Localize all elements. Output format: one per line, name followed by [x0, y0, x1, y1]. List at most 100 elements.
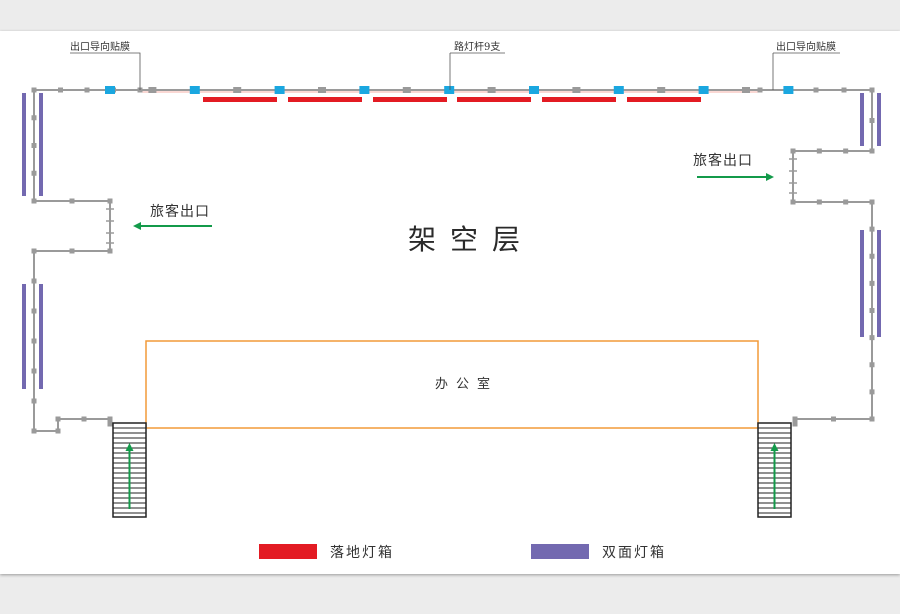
wall-node: [816, 199, 822, 205]
wall-node: [869, 87, 875, 93]
purple-lightbox: [39, 93, 43, 196]
wall-node: [869, 118, 875, 123]
wall-node: [31, 198, 37, 204]
exit-label-right: 旅客出口: [693, 152, 753, 169]
purple-lightbox: [877, 230, 881, 337]
wall-node: [107, 248, 113, 254]
wall-node: [31, 170, 37, 176]
wall-node: [792, 421, 798, 427]
wall-node: [869, 253, 875, 259]
legend-swatch-floor-lightbox: [259, 544, 317, 559]
office-room: [145, 340, 759, 429]
blue-marker: [444, 86, 455, 94]
wall-node: [318, 87, 326, 93]
red-lightbox: [542, 97, 616, 102]
wall-node: [841, 87, 847, 93]
wall-node: [107, 416, 113, 422]
drawing-sheet: 出口导向贴膜 路灯杆9支 出口导向贴膜 旅客出口 旅客出口 架空层 办公室 落地…: [0, 31, 900, 574]
wall-node: [869, 335, 875, 341]
wall-node: [31, 338, 37, 344]
wall-node: [84, 87, 90, 93]
wall-node: [107, 421, 113, 427]
callout-light-poles: 路灯杆9支: [454, 40, 500, 53]
wall-node: [233, 87, 242, 93]
wall-node: [843, 199, 849, 205]
double-sided-lightboxes: [22, 93, 881, 389]
wall-node: [869, 389, 875, 395]
wall-node: [869, 280, 875, 286]
floor-lightboxes: [203, 97, 701, 102]
red-lightbox: [373, 97, 447, 102]
purple-lightbox: [860, 93, 864, 146]
wall-node: [869, 308, 875, 313]
purple-lightbox: [22, 93, 26, 196]
wall-node: [81, 416, 87, 422]
wall-node: [55, 428, 61, 434]
wall-node: [869, 148, 875, 154]
wall-node: [31, 248, 37, 254]
legend-swatch-double-sided-lightbox: [531, 544, 589, 559]
callout-right-exit-film: 出口导向贴膜: [776, 40, 836, 53]
wall-node: [107, 198, 113, 204]
blue-marker: [613, 86, 624, 94]
wall-node: [148, 87, 157, 93]
wall-node: [31, 428, 37, 434]
exit-guidance-markers: [105, 86, 794, 94]
staircase-right: [757, 422, 792, 518]
wall-node: [790, 199, 796, 205]
wall-node: [831, 416, 836, 422]
red-lightbox: [627, 97, 701, 102]
red-lightbox: [457, 97, 531, 102]
exit-label-left: 旅客出口: [150, 203, 210, 220]
wall-node: [869, 226, 875, 232]
wall-node: [58, 87, 63, 93]
wall-node: [869, 362, 875, 368]
callout-lines: [70, 52, 840, 90]
floor-plan: 出口导向贴膜 路灯杆9支 出口导向贴膜 旅客出口 旅客出口 架空层 办公室 落地…: [22, 40, 881, 561]
legend-label-floor-lightbox: 落地灯箱: [330, 545, 394, 561]
wall-node: [843, 148, 849, 154]
wall-node: [402, 87, 411, 93]
blue-marker: [783, 86, 794, 94]
wall-node: [69, 198, 75, 204]
purple-lightbox: [39, 284, 43, 389]
wall-node: [31, 368, 37, 374]
wall-node: [790, 148, 796, 154]
blue-marker: [359, 86, 370, 94]
wall-node: [31, 115, 37, 121]
purple-lightbox: [877, 93, 881, 146]
wall-right: [760, 89, 873, 424]
wall-node: [813, 87, 819, 93]
wall-node: [792, 416, 798, 422]
wall-node: [31, 87, 37, 93]
wall-left: [33, 89, 140, 432]
staircase-left: [112, 422, 147, 518]
blue-marker: [189, 86, 200, 94]
wall-node: [742, 87, 750, 93]
red-lightbox: [203, 97, 277, 102]
wall-node: [31, 398, 37, 404]
wall-node: [757, 87, 763, 93]
purple-lightbox: [22, 284, 26, 389]
wall-node: [31, 278, 37, 284]
red-lightbox: [288, 97, 362, 102]
wall-node: [869, 199, 875, 205]
purple-lightbox: [860, 230, 864, 337]
callout-left-exit-film: 出口导向贴膜: [70, 40, 130, 53]
wall-node: [657, 87, 666, 93]
wall-node: [31, 308, 37, 314]
diagram-title: 架空层: [408, 223, 534, 256]
legend-label-double-sided-lightbox: 双面灯箱: [602, 545, 666, 561]
wall-node: [816, 148, 822, 154]
wall-node: [487, 87, 496, 93]
wall-node: [69, 248, 75, 254]
blue-marker: [274, 86, 285, 94]
blue-marker: [698, 86, 709, 94]
wall-node: [55, 416, 61, 422]
wall-node: [869, 416, 875, 422]
blue-marker: [105, 86, 115, 94]
office-label: 办公室: [435, 376, 498, 392]
wall-node: [572, 87, 581, 93]
wall-node: [31, 143, 37, 148]
blue-marker: [529, 86, 539, 94]
